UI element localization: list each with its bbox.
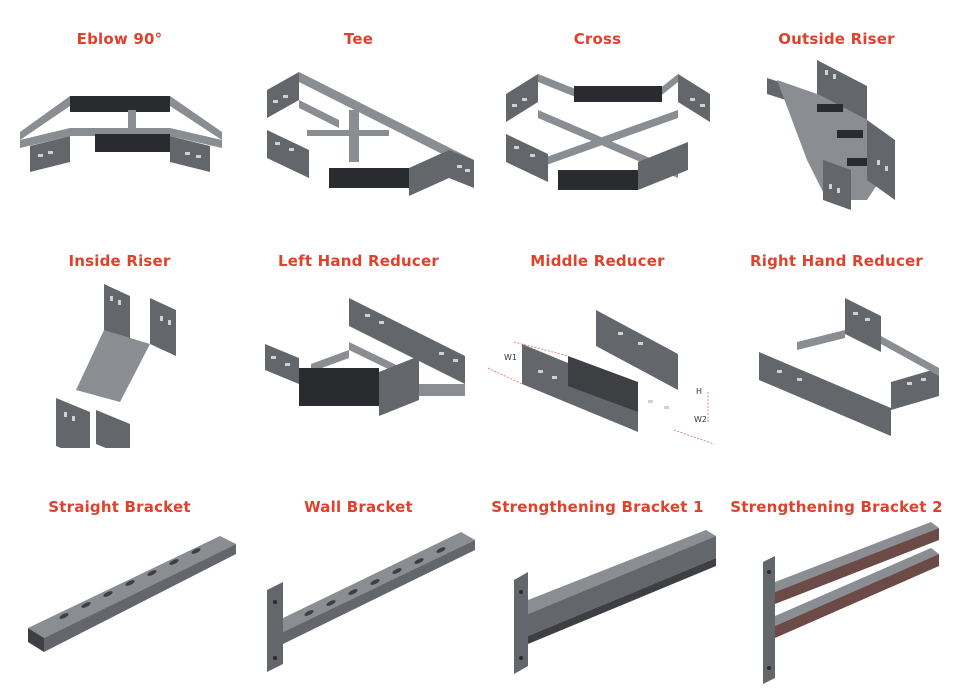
item-label: Right Hand Reducer bbox=[749, 252, 924, 270]
item-inside-riser: Inside Riser bbox=[0, 222, 239, 448]
item-wall-bracket: Wall Bracket bbox=[239, 468, 478, 694]
right-hand-reducer-tray-icon bbox=[717, 272, 956, 448]
item-elbow-90: Eblow 90° bbox=[0, 0, 239, 226]
item-label: Inside Riser bbox=[68, 252, 171, 270]
item-left-hand-reducer: Left Hand Reducer bbox=[239, 222, 478, 448]
item-strengthening-bracket-2: Strengthening Bracket 2 bbox=[717, 468, 956, 694]
item-label: Middle Reducer bbox=[530, 252, 665, 270]
item-right-hand-reducer: Right Hand Reducer bbox=[717, 222, 956, 448]
item-label: Eblow 90° bbox=[76, 30, 163, 48]
item-tee: Tee bbox=[239, 0, 478, 226]
middle-reducer-tray-icon: W1 W2 H bbox=[478, 272, 717, 448]
dimension-w1: W1 bbox=[504, 353, 517, 362]
elbow-90-tray-icon bbox=[0, 50, 239, 226]
item-label: Cross bbox=[573, 30, 622, 48]
item-middle-reducer: Middle Reducer W1 W2 H bbox=[478, 222, 717, 448]
straight-bracket-icon bbox=[0, 518, 239, 694]
cross-tray-icon bbox=[478, 50, 717, 226]
item-label: Tee bbox=[343, 30, 374, 48]
item-label: Outside Riser bbox=[778, 30, 895, 48]
item-strengthening-bracket-1: Strengthening Bracket 1 bbox=[478, 468, 717, 694]
item-cross: Cross bbox=[478, 0, 717, 226]
dimension-w2: W2 bbox=[694, 415, 707, 424]
inside-riser-tray-icon bbox=[0, 272, 239, 448]
left-hand-reducer-tray-icon bbox=[239, 272, 478, 448]
wall-bracket-icon bbox=[239, 518, 478, 694]
item-label: Strengthening Bracket 2 bbox=[730, 498, 943, 516]
strengthening-bracket-1-icon bbox=[478, 518, 717, 694]
item-label: Wall Bracket bbox=[304, 498, 413, 516]
strengthening-bracket-2-icon bbox=[717, 518, 956, 694]
item-straight-bracket: Straight Bracket bbox=[0, 468, 239, 694]
item-label: Left Hand Reducer bbox=[278, 252, 439, 270]
tee-tray-icon bbox=[239, 50, 478, 226]
dimension-h: H bbox=[696, 387, 702, 396]
outside-riser-tray-icon bbox=[717, 50, 956, 226]
item-label: Strengthening Bracket 1 bbox=[491, 498, 704, 516]
item-label: Straight Bracket bbox=[48, 498, 191, 516]
item-outside-riser: Outside Riser bbox=[717, 0, 956, 226]
